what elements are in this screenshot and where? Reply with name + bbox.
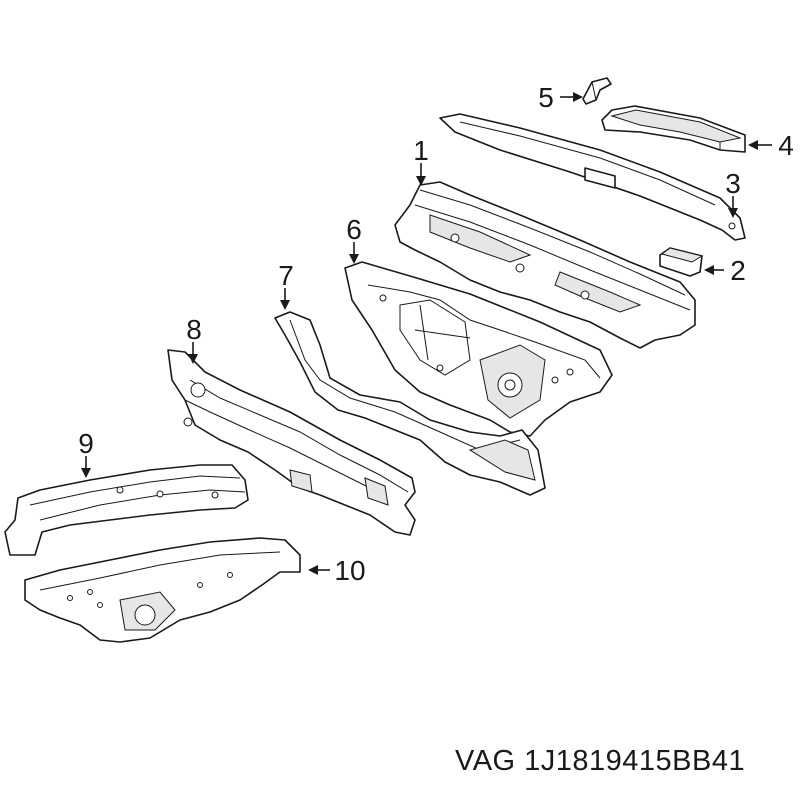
leader-arrowhead-2 <box>704 265 714 275</box>
part-1-cowl-panel <box>394 181 696 349</box>
callout-10: 10 <box>334 555 365 586</box>
leader-arrowhead-6 <box>349 254 359 264</box>
part-8-insulation <box>167 349 416 536</box>
leader-arrowhead-7 <box>280 300 290 310</box>
leader-arrowhead-9 <box>81 468 91 478</box>
callout-2: 2 <box>730 255 746 286</box>
leader-arrowhead-8 <box>188 354 198 364</box>
part-9-crossmember <box>4 464 249 556</box>
callout-3: 3 <box>725 168 741 199</box>
callout-8: 8 <box>186 314 202 345</box>
callout-5: 5 <box>538 82 554 113</box>
callout-4: 4 <box>778 130 794 161</box>
callout-9: 9 <box>78 428 94 459</box>
leader-arrowhead-1 <box>416 176 426 186</box>
part-2-pad <box>659 247 704 277</box>
part-10-floor-insulation <box>24 537 301 643</box>
leader-arrows <box>81 92 772 575</box>
part-number-caption: VAG 1J1819415BB41 <box>455 745 746 777</box>
callout-1: 1 <box>413 135 429 166</box>
leader-arrowhead-4 <box>748 140 758 150</box>
leader-arrowhead-3 <box>728 208 738 218</box>
part-4-duct <box>601 105 746 153</box>
part-3-strip <box>439 113 746 241</box>
leader-arrowhead-5 <box>573 92 583 102</box>
part-7-insulation <box>274 311 546 496</box>
part-5-bracket <box>582 77 612 105</box>
part-6-firewall <box>344 261 613 437</box>
leader-arrowhead-10 <box>308 565 318 575</box>
callout-7: 7 <box>278 260 294 291</box>
callout-labels: 1 2 3 4 5 6 7 8 9 10 <box>78 82 794 586</box>
callout-6: 6 <box>346 214 362 245</box>
